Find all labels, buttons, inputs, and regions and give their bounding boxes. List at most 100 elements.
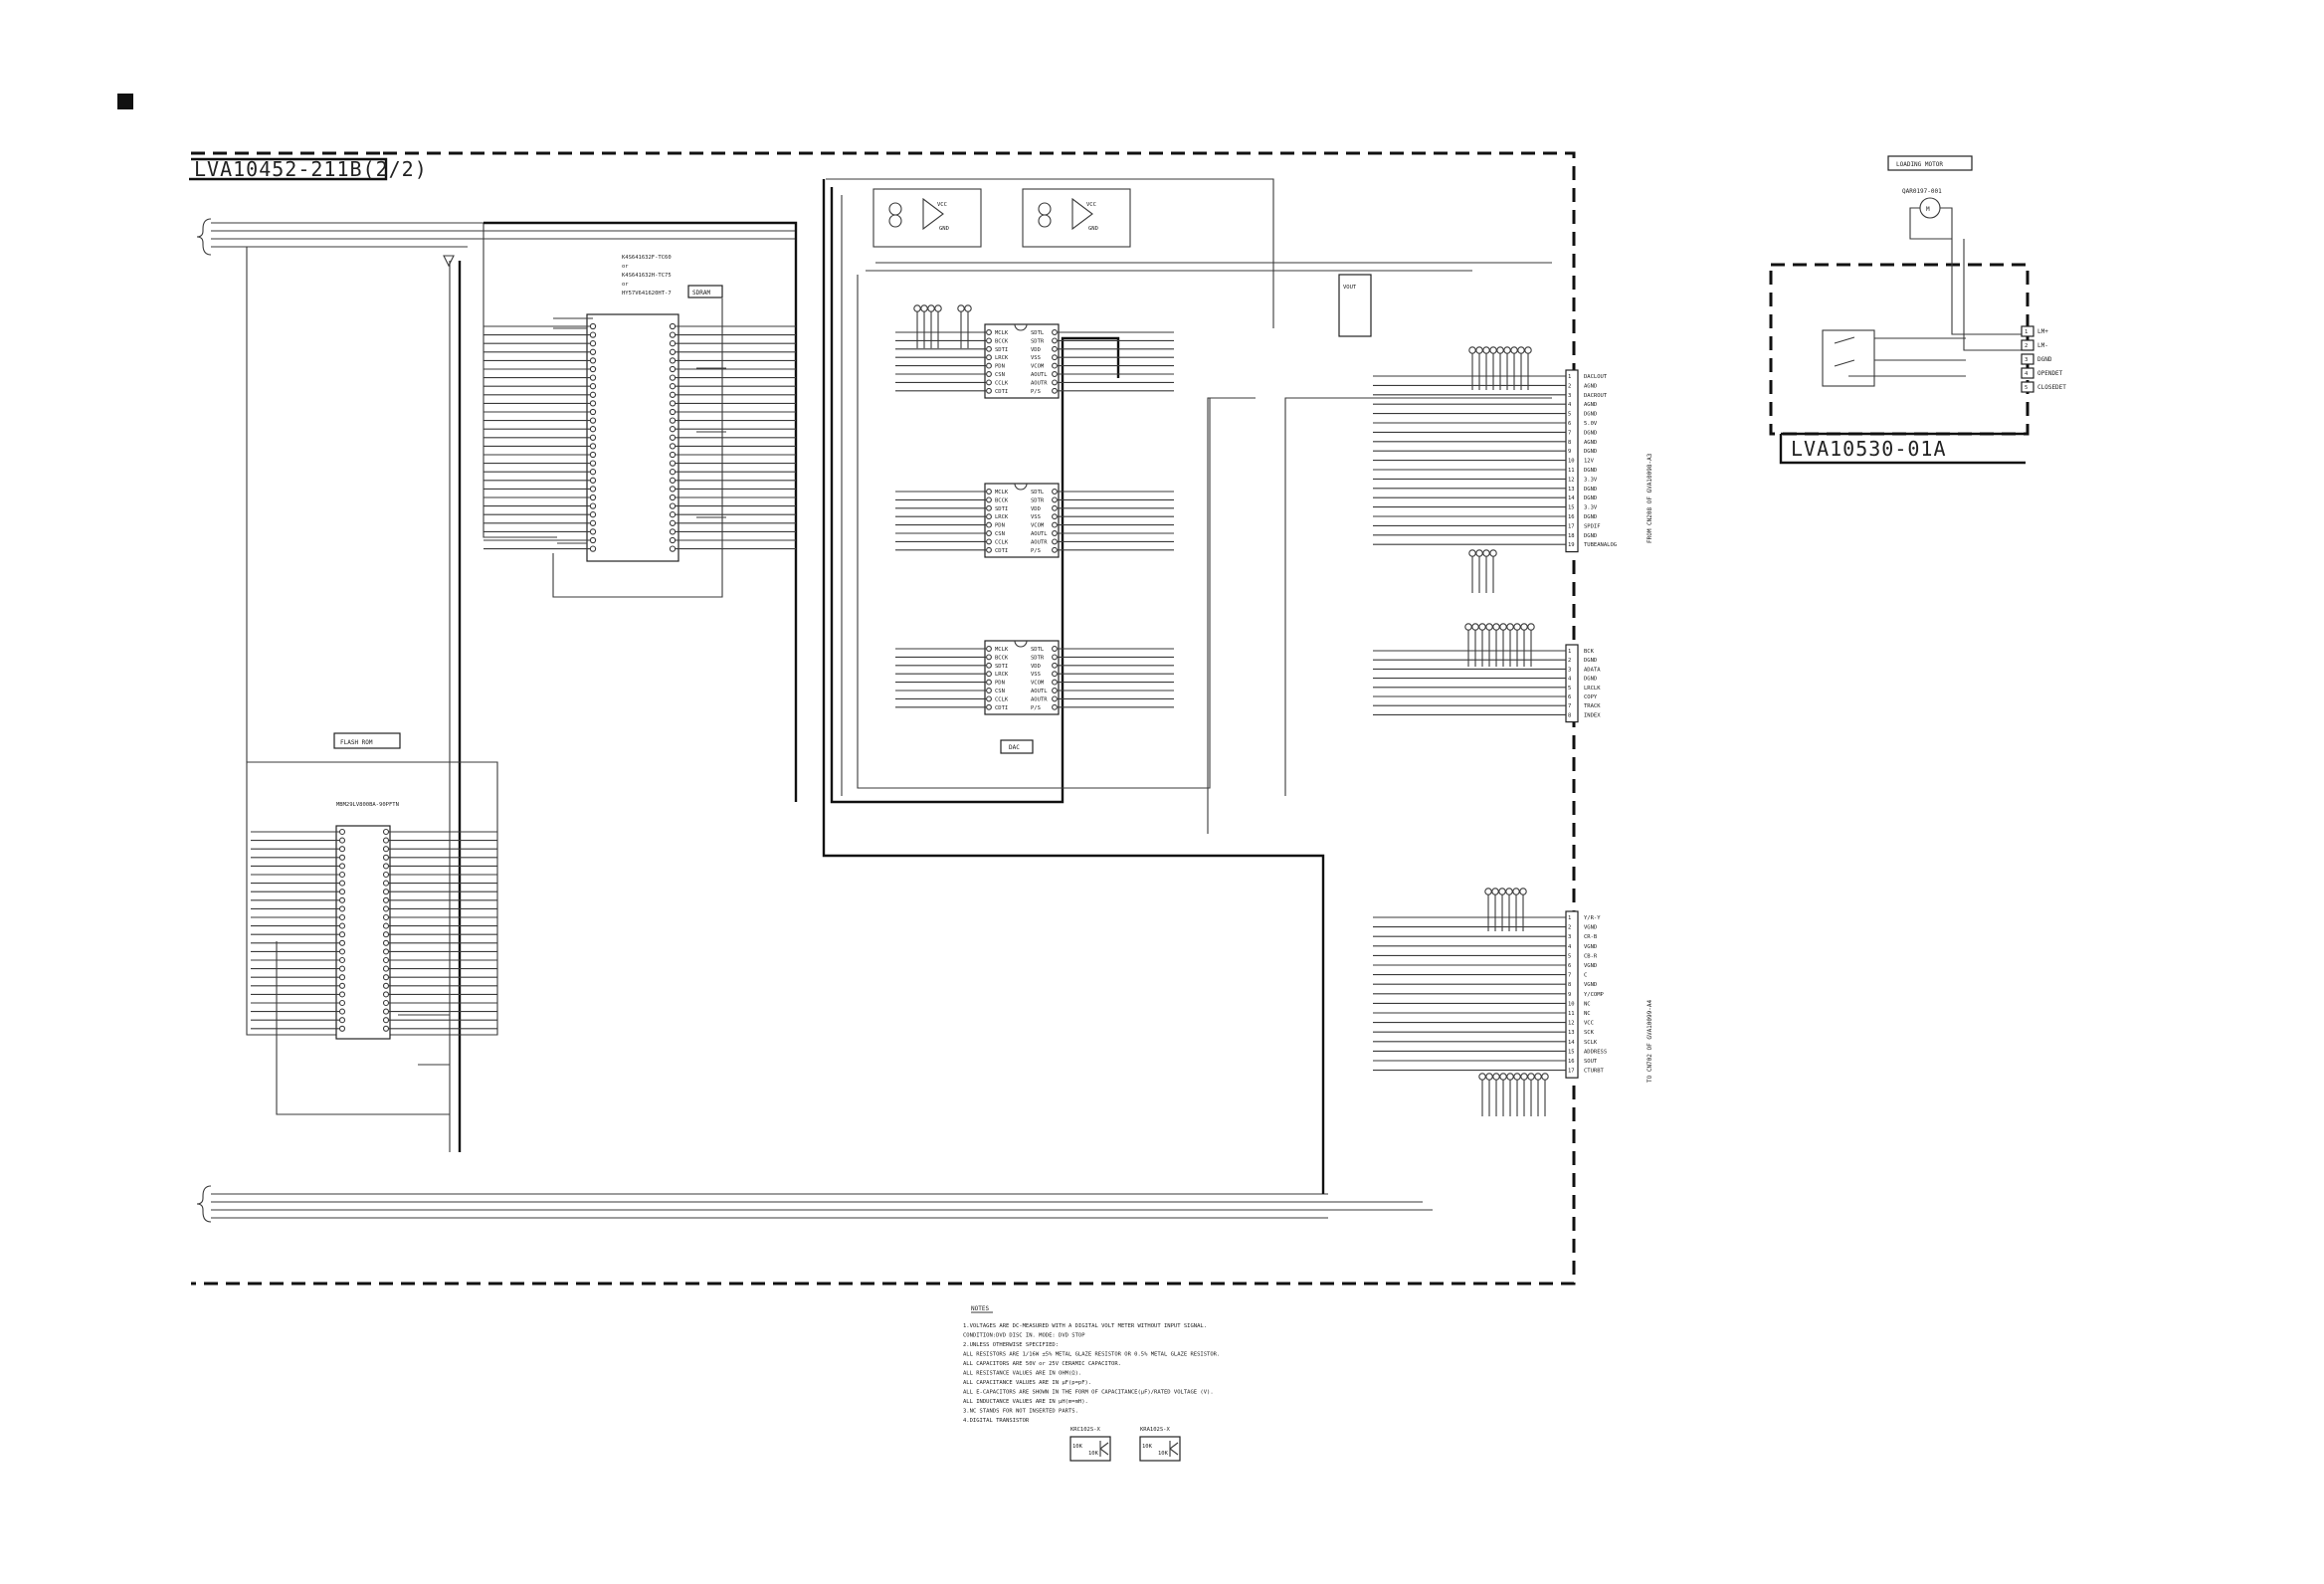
connector-signal: DACROUT: [1584, 393, 1608, 399]
connector-signal: DGND: [1584, 449, 1597, 455]
flash-label: FLASH ROM: [340, 739, 373, 746]
dac-pin-label: VDD: [1031, 506, 1041, 512]
dac-pin-label: P/S: [1031, 389, 1041, 395]
connector-pin-number: 4: [1568, 944, 1572, 950]
connector-a-note: FROM CN208 OF GVA10098-A3: [1646, 453, 1653, 543]
bus-brace-top: [196, 218, 212, 256]
note-line: ALL INDUCTANCE VALUES ARE IN μH(m=mH).: [963, 1399, 1088, 1405]
connector-pin-number: 18: [1568, 533, 1575, 539]
connector-signal: COPY: [1584, 694, 1598, 700]
dac-pin-label: CCLK: [995, 380, 1009, 386]
connector-signal: CB-R: [1584, 953, 1598, 959]
note-line: ALL RESISTORS ARE 1/16W ±5% METAL GLAZE …: [963, 1352, 1220, 1358]
dac-chips: MCLKBCCKSDTILRCKPDNCSNCCLKCDTISDTLSDTRVD…: [895, 323, 1174, 715]
board-title-box: [189, 157, 388, 181]
test-points: [913, 304, 1549, 1116]
connector-signal: DGND: [1584, 495, 1597, 501]
dac-pin-label: MCLK: [995, 647, 1009, 653]
dac-pin-label: SDTI: [995, 664, 1008, 670]
connector-pin-number: 12: [1568, 1021, 1575, 1027]
motor-wiring: [1909, 207, 1953, 240]
connector-pin-number: 2: [1568, 925, 1571, 931]
dac-chip: MCLKBCCKSDTILRCKPDNCSNCCLKCDTISDTLSDTRVD…: [895, 483, 1174, 558]
connector-signal: DGND: [1584, 514, 1597, 520]
dac-pin-label: SDTR: [1031, 497, 1045, 503]
dac-pin-label: VCOM: [1031, 681, 1045, 687]
dac-pin-label: VDD: [1031, 347, 1041, 353]
motor-pin-number: 1: [2025, 329, 2028, 335]
connector-signal: SCLK: [1584, 1040, 1598, 1046]
connector-pin-number: 16: [1568, 514, 1575, 520]
dac-pin-label: CDTI: [995, 389, 1008, 395]
connector-signal: LRCLK: [1584, 686, 1601, 692]
connector-pin-number: 6: [1568, 694, 1571, 700]
note-line: CONDITION:DVD DISC IN. MODE: DVD STOP: [963, 1333, 1085, 1339]
dac-pin-label: PDN: [995, 523, 1005, 529]
connector-pin-number: 7: [1568, 973, 1571, 979]
dac-pin-label: PDN: [995, 364, 1005, 370]
connector-signal: VGND: [1584, 963, 1597, 969]
svg-text:10K: 10K: [1088, 1451, 1099, 1457]
dac-chip: MCLKBCCKSDTILRCKPDNCSNCCLKCDTISDTLSDTRVD…: [895, 323, 1174, 399]
opamp-unit-2: VCC GND: [1022, 188, 1131, 248]
connector-signal: AGND: [1584, 440, 1597, 446]
connector-signal: DGND: [1584, 468, 1597, 474]
dac-pin-label: LRCK: [995, 514, 1009, 520]
motor-signal-label: LM-: [2037, 342, 2048, 349]
connector-pin-number: 5: [1568, 412, 1571, 418]
sdram-part-line: K4S641632H-TC75: [622, 273, 672, 279]
sdram-part-line: K4S641632F-TC60: [622, 255, 672, 261]
svg-text:GND: GND: [939, 226, 949, 232]
connector-pin-number: 1: [1568, 649, 1571, 655]
dac-chip: MCLKBCCKSDTILRCKPDNCSNCCLKCDTISDTLSDTRVD…: [895, 640, 1174, 715]
dac-pin-label: AOUTL: [1031, 531, 1048, 537]
sdram-pins: [484, 317, 796, 552]
dac-pin-label: SDTL: [1031, 647, 1045, 653]
note-line: ALL CAPACITORS ARE 50V or 25V CERAMIC CA…: [963, 1361, 1121, 1367]
flash-pins: [251, 828, 497, 1032]
connector-pin-number: 7: [1568, 430, 1571, 436]
connector-pin-number: 11: [1568, 1011, 1575, 1017]
note-line: ALL E-CAPACITORS ARE SHOWN IN THE FORM O…: [963, 1390, 1214, 1396]
motor-signal-label: OPENDET: [2037, 370, 2063, 377]
dac-pin-label: P/S: [1031, 548, 1041, 554]
dac-pin-label: PDN: [995, 681, 1005, 687]
motor-pin-number: 3: [2025, 357, 2028, 363]
connector-signal: TUBEANALOG: [1584, 542, 1617, 548]
sdram-part-line: or: [622, 264, 629, 270]
dac-pin-label: SDTI: [995, 347, 1008, 353]
motor-symbol-label: M: [1926, 206, 1930, 213]
sdram-label-box: [687, 285, 723, 298]
dac-pin-label: SDTL: [1031, 330, 1045, 336]
flash-ground-wire: [276, 941, 450, 1115]
connector-signal: DGND: [1584, 533, 1597, 539]
dac-pin-label: VSS: [1031, 672, 1041, 678]
connector-signal: BCK: [1584, 649, 1595, 655]
connector-pin-number: 1: [1568, 915, 1571, 921]
connector-signal: CTURBT: [1584, 1069, 1605, 1075]
motor-pin-number: 5: [2025, 385, 2028, 391]
dac-pin-label: VDD: [1031, 664, 1041, 670]
dac-pin-label: SDTL: [1031, 490, 1045, 495]
connector-pin-number: 13: [1568, 1030, 1575, 1036]
dac-pin-label: BCCK: [995, 338, 1009, 344]
connector-pin-number: 6: [1568, 421, 1571, 427]
dac-pin-label: BCCK: [995, 655, 1009, 661]
connector-signal: C: [1584, 973, 1587, 979]
dac-pin-label: LRCK: [995, 672, 1009, 678]
dac-pin-label: AOUTL: [1031, 372, 1048, 378]
svg-text:VCC: VCC: [937, 202, 947, 208]
connector-c-note: TO CN702 OF GVA10099-A4: [1646, 1000, 1653, 1083]
connector-signal: NC: [1584, 1001, 1591, 1007]
flash-part: MBM29LV800BA-90PFTN: [336, 802, 399, 808]
motor-signal-label: DGND: [2037, 356, 2052, 363]
board-frame-sub: [1769, 263, 2030, 436]
corner-marker: [117, 94, 133, 109]
connector-pin-number: 3: [1568, 934, 1571, 940]
dac-pin-label: VSS: [1031, 514, 1041, 520]
dac-pin-label: AOUTR: [1031, 539, 1048, 545]
dac-pin-label: CCLK: [995, 539, 1009, 545]
connector-pin-number: 19: [1568, 542, 1575, 548]
dac-pin-label: SDTR: [1031, 338, 1045, 344]
